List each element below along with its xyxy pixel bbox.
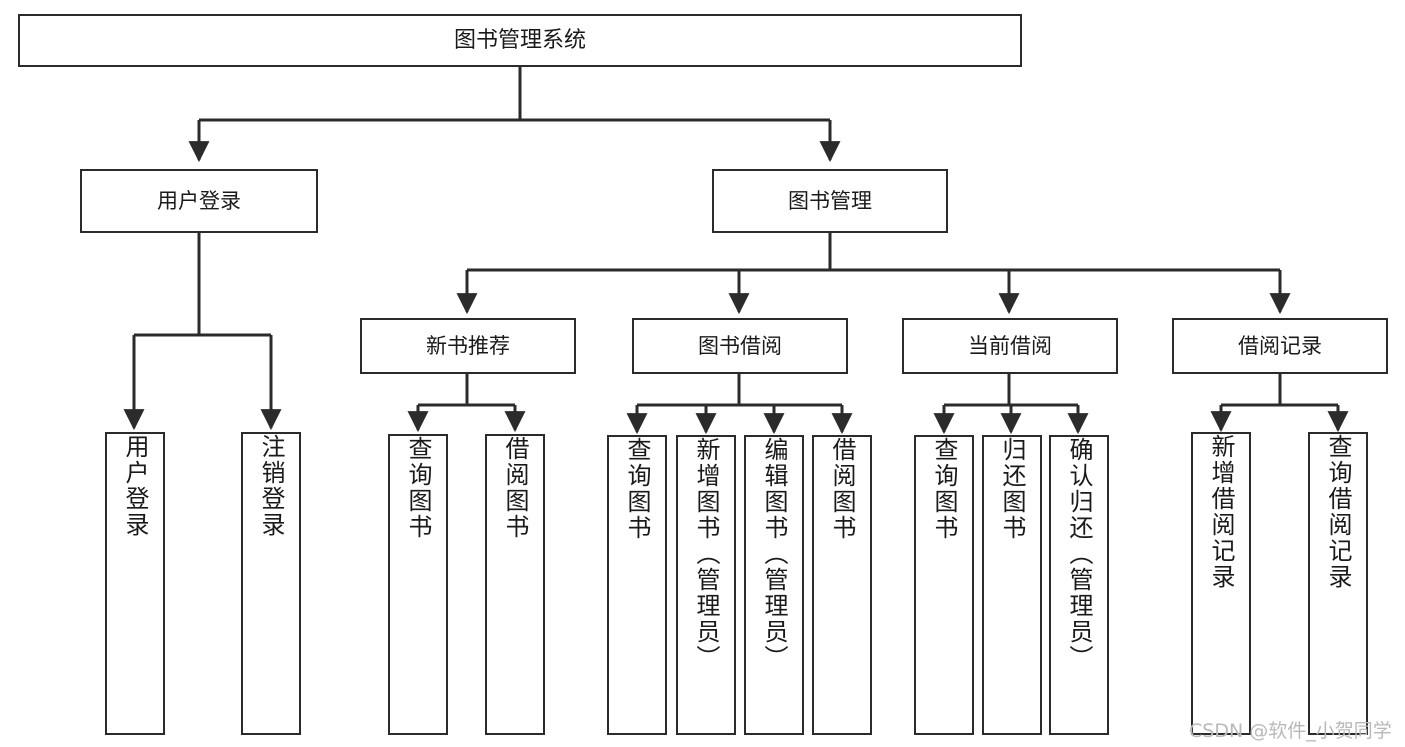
node-book-management-label: 图书管理 bbox=[788, 188, 872, 213]
node-leaf-edit-book-admin-label: 编辑图书（管理员） bbox=[760, 437, 788, 671]
node-leaf-borrow-book-2[interactable]: 借阅图书 bbox=[812, 435, 872, 735]
node-leaf-user-logout-label: 注销登录 bbox=[257, 434, 285, 538]
node-leaf-user-login[interactable]: 用户登录 bbox=[105, 432, 165, 735]
node-current-borrow-label: 当前借阅 bbox=[968, 333, 1052, 358]
node-new-book-recommend[interactable]: 新书推荐 bbox=[360, 318, 576, 374]
node-leaf-query-book-2-label: 查询图书 bbox=[623, 437, 651, 541]
node-root-label: 图书管理系统 bbox=[453, 27, 586, 53]
node-user-login[interactable]: 用户登录 bbox=[80, 169, 318, 233]
node-leaf-add-book-admin-label: 新增图书（管理员） bbox=[692, 437, 720, 671]
node-leaf-query-book-2[interactable]: 查询图书 bbox=[607, 435, 667, 735]
node-borrow-record-label: 借阅记录 bbox=[1238, 333, 1322, 358]
node-leaf-add-borrow-record[interactable]: 新增借阅记录 bbox=[1191, 432, 1251, 735]
node-current-borrow[interactable]: 当前借阅 bbox=[902, 318, 1118, 374]
node-leaf-query-book-3[interactable]: 查询图书 bbox=[914, 435, 974, 735]
node-leaf-query-borrow-record-label: 查询借阅记录 bbox=[1324, 434, 1352, 590]
node-leaf-add-borrow-record-label: 新增借阅记录 bbox=[1207, 434, 1235, 590]
node-leaf-confirm-return-admin-label: 确认归还（管理员） bbox=[1065, 437, 1093, 671]
node-leaf-return-book-label: 归还图书 bbox=[998, 437, 1026, 541]
node-root[interactable]: 图书管理系统 bbox=[18, 14, 1022, 67]
node-leaf-query-book-3-label: 查询图书 bbox=[930, 437, 958, 541]
node-leaf-borrow-book-2-label: 借阅图书 bbox=[828, 437, 856, 541]
node-leaf-borrow-book-1-label: 借阅图书 bbox=[501, 436, 529, 540]
node-book-borrow[interactable]: 图书借阅 bbox=[632, 318, 848, 374]
watermark: CSDN @软件_小贺同学 bbox=[1189, 720, 1392, 742]
node-leaf-confirm-return-admin[interactable]: 确认归还（管理员） bbox=[1049, 435, 1109, 735]
node-user-login-label: 用户登录 bbox=[157, 188, 241, 213]
node-leaf-edit-book-admin[interactable]: 编辑图书（管理员） bbox=[744, 435, 804, 735]
node-leaf-borrow-book-1[interactable]: 借阅图书 bbox=[485, 434, 545, 735]
node-leaf-user-logout[interactable]: 注销登录 bbox=[241, 432, 301, 735]
node-leaf-add-book-admin[interactable]: 新增图书（管理员） bbox=[676, 435, 736, 735]
node-book-borrow-label: 图书借阅 bbox=[698, 333, 782, 358]
node-leaf-query-book-1[interactable]: 查询图书 bbox=[388, 434, 448, 735]
node-leaf-query-book-1-label: 查询图书 bbox=[404, 436, 432, 540]
node-leaf-query-borrow-record[interactable]: 查询借阅记录 bbox=[1308, 432, 1368, 735]
node-leaf-user-login-label: 用户登录 bbox=[121, 434, 149, 538]
node-book-management[interactable]: 图书管理 bbox=[712, 169, 948, 233]
node-new-book-recommend-label: 新书推荐 bbox=[426, 333, 510, 358]
node-borrow-record[interactable]: 借阅记录 bbox=[1172, 318, 1388, 374]
node-leaf-return-book[interactable]: 归还图书 bbox=[982, 435, 1042, 735]
